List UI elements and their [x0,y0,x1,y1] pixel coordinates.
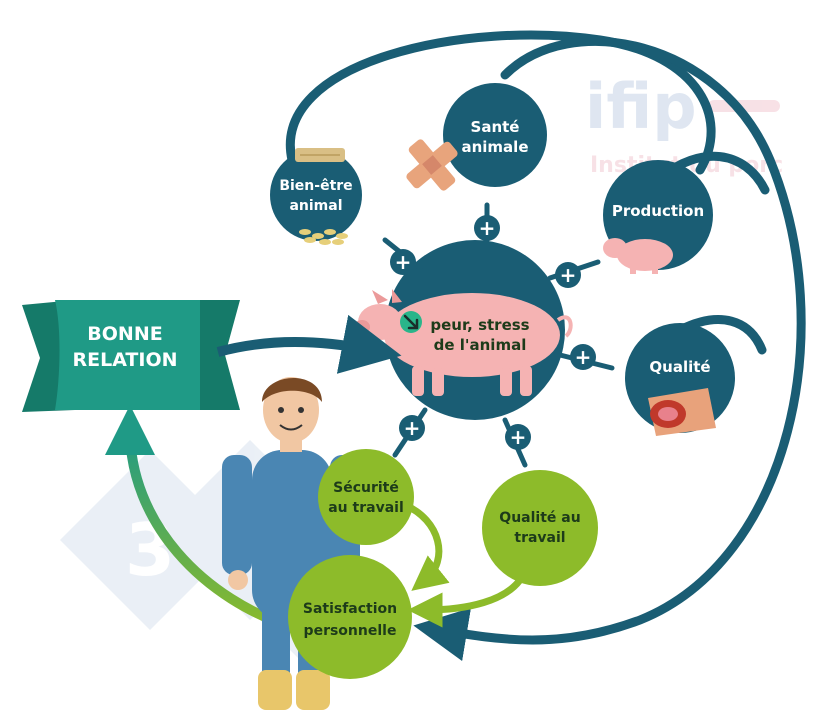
plus-badge-production: + [555,262,581,288]
node-bien-etre: Bien-être animal [270,148,362,245]
node-sante-line2: animale [461,138,528,156]
node-qualite-travail-line2: travail [514,530,565,546]
svg-text:+: + [395,250,412,274]
banner-line1: BONNE [87,323,162,345]
svg-text:+: + [510,425,527,449]
svg-text:+: + [404,416,421,440]
svg-text:+: + [560,263,577,287]
node-sante-animale: Santé animale [406,83,547,191]
center-label-line1: peur, stress [430,316,529,334]
center-label-line2: de l'animal [434,336,527,354]
watermark-logo-text: ifip [585,70,697,143]
banner-line2: RELATION [72,349,177,371]
wood-log-icon [295,148,345,162]
straw-icon [299,229,348,245]
plus-badge-bien-etre: + [390,249,416,275]
decrease-indicator-icon [400,311,422,333]
node-qualite: Qualité [625,323,735,436]
node-securite-line1: Sécurité [333,480,399,496]
node-securite-travail: Sécurité au travail [318,449,414,545]
node-bien-etre-line1: Bien-être [279,178,352,194]
node-qualite-line1: Qualité [649,358,710,376]
node-qualite-travail: Qualité au travail [482,470,598,586]
qualite-travail-to-satisfaction-arrow [407,577,523,628]
node-production-line1: Production [612,202,704,220]
node-satisfaction-line1: Satisfaction [303,601,397,617]
plus-badges: + + + + + + [390,215,596,450]
node-satisfaction-line2: personnelle [304,623,397,639]
watermark-bar [708,100,780,112]
node-production: Production [603,160,713,274]
piglet-icon [603,238,673,274]
plus-badge-qualite: + [570,344,596,370]
plus-badge-qualite-travail: + [505,424,531,450]
node-satisfaction: Satisfaction personnelle [288,555,412,679]
bonne-relation-banner: BONNE RELATION [22,300,240,412]
svg-text:+: + [479,216,496,240]
outer-loop-arrow [413,36,806,662]
top-loop-arrow [285,30,716,175]
securite-to-satisfaction-arrow [403,501,450,591]
node-bien-etre-line2: animal [289,198,342,214]
ham-icon [648,388,716,436]
banner-to-center-arrow [216,314,402,374]
plus-badge-sante: + [474,215,500,241]
svg-text:+: + [575,345,592,369]
node-sante-line1: Santé [471,118,520,136]
node-qualite-travail-line1: Qualité au [499,510,580,526]
plus-badge-securite: + [399,415,425,441]
bandage-icon [406,139,458,191]
node-securite-line2: au travail [328,500,404,516]
